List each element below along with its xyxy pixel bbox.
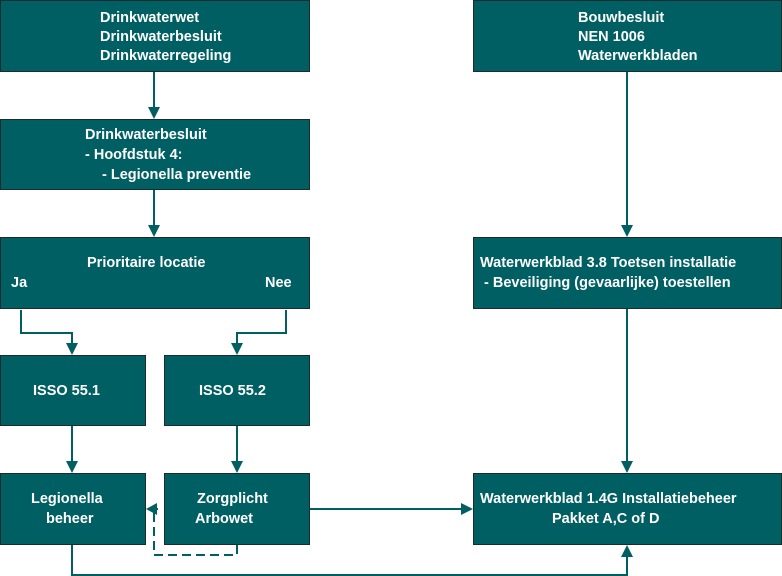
arrowhead-wwb38-wwb14 [621, 461, 633, 473]
box-zorgplicht-arbowet-line-2: Arbowet [195, 511, 253, 527]
connector-nee-isso552 [236, 310, 287, 344]
box-wetgeving-line-1: Drinkwaterwet [100, 10, 200, 26]
connector-zorgplicht-legionella-dashed [153, 508, 238, 556]
box-waterwerkblad-1-4g-line-1: Waterwerkblad 1.4G Installatiebeheer [480, 491, 737, 507]
box-waterwerkblad-1-4g: Waterwerkblad 1.4G Installatiebeheer Pak… [473, 473, 782, 545]
box-prioritaire-locatie: Prioritaire locatie Ja Nee [0, 237, 310, 309]
box-hoofdstuk-line-1: Drinkwaterbesluit [85, 127, 207, 143]
box-wetgeving-line-2: Drinkwaterbesluit [100, 29, 222, 45]
prioritaire-nee-label: Nee [265, 275, 292, 291]
arrowhead-isso551-legionella [66, 461, 78, 473]
prioritaire-ja-label: Ja [11, 275, 28, 291]
box-zorgplicht-arbowet: Zorgplicht Arbowet [164, 473, 310, 545]
box-bouw-line-1: Bouwbesluit [578, 10, 665, 26]
box-legionella-beheer-line-2: beheer [46, 511, 94, 527]
box-isso-55-1-label: ISSO 55.1 [33, 383, 100, 399]
arrowhead-bouw-wwb38 [621, 225, 633, 237]
box-hoofdstuk-line-2: - Hoofdstuk 4: [85, 147, 183, 163]
box-hoofdstuk-line-3: - Legionella preventie [102, 167, 252, 183]
box-isso-55-1: ISSO 55.1 [0, 355, 146, 426]
box-waterwerkblad-3-8-line-2: - Beveiliging (gevaarlijke) toestellen [484, 275, 731, 291]
box-bouw-line-2: NEN 1006 [578, 29, 645, 45]
arrowhead-zorgplicht-wwb14 [461, 503, 473, 515]
box-bouw-line-3: Waterwerkbladen [578, 48, 698, 64]
box-waterwerkblad-3-8: Waterwerkblad 3.8 Toetsen installatie - … [473, 237, 782, 309]
box-legionella-beheer-line-1: Legionella [31, 491, 103, 507]
prioritaire-title: Prioritaire locatie [87, 255, 206, 271]
box-bouw: Bouwbesluit NEN 1006 Waterwerkbladen [473, 0, 782, 72]
box-zorgplicht-arbowet-line-1: Zorgplicht [197, 491, 268, 507]
box-isso-55-2-label: ISSO 55.2 [199, 383, 266, 399]
arrowhead-zorgplicht-legionella [146, 503, 157, 515]
arrowhead-nee-isso552 [231, 343, 243, 355]
box-wetgeving: Drinkwaterwet Drinkwaterbesluit Drinkwat… [0, 0, 310, 72]
box-isso-55-2: ISSO 55.2 [164, 355, 310, 426]
arrowhead-isso552-zorgplicht [231, 461, 243, 473]
box-waterwerkblad-1-4g-line-2: Pakket A,C of D [552, 511, 660, 527]
box-wetgeving-line-3: Drinkwaterregeling [100, 48, 232, 64]
box-legionella-beheer: Legionella beheer [0, 473, 146, 545]
connector-ja-isso551 [20, 310, 73, 344]
box-waterwerkblad-3-8-line-1: Waterwerkblad 3.8 Toetsen installatie [480, 255, 737, 271]
arrowhead-wetgeving-hoofdstuk [148, 107, 160, 119]
connector-legionella-wwb14 [71, 545, 628, 576]
box-hoofdstuk: Drinkwaterbesluit - Hoofdstuk 4: - Legio… [0, 119, 310, 190]
arrowhead-legionella-wwb14 [621, 545, 633, 557]
arrowhead-ja-isso551 [66, 343, 78, 355]
arrowhead-hoofdstuk-prioritaire [148, 225, 160, 237]
